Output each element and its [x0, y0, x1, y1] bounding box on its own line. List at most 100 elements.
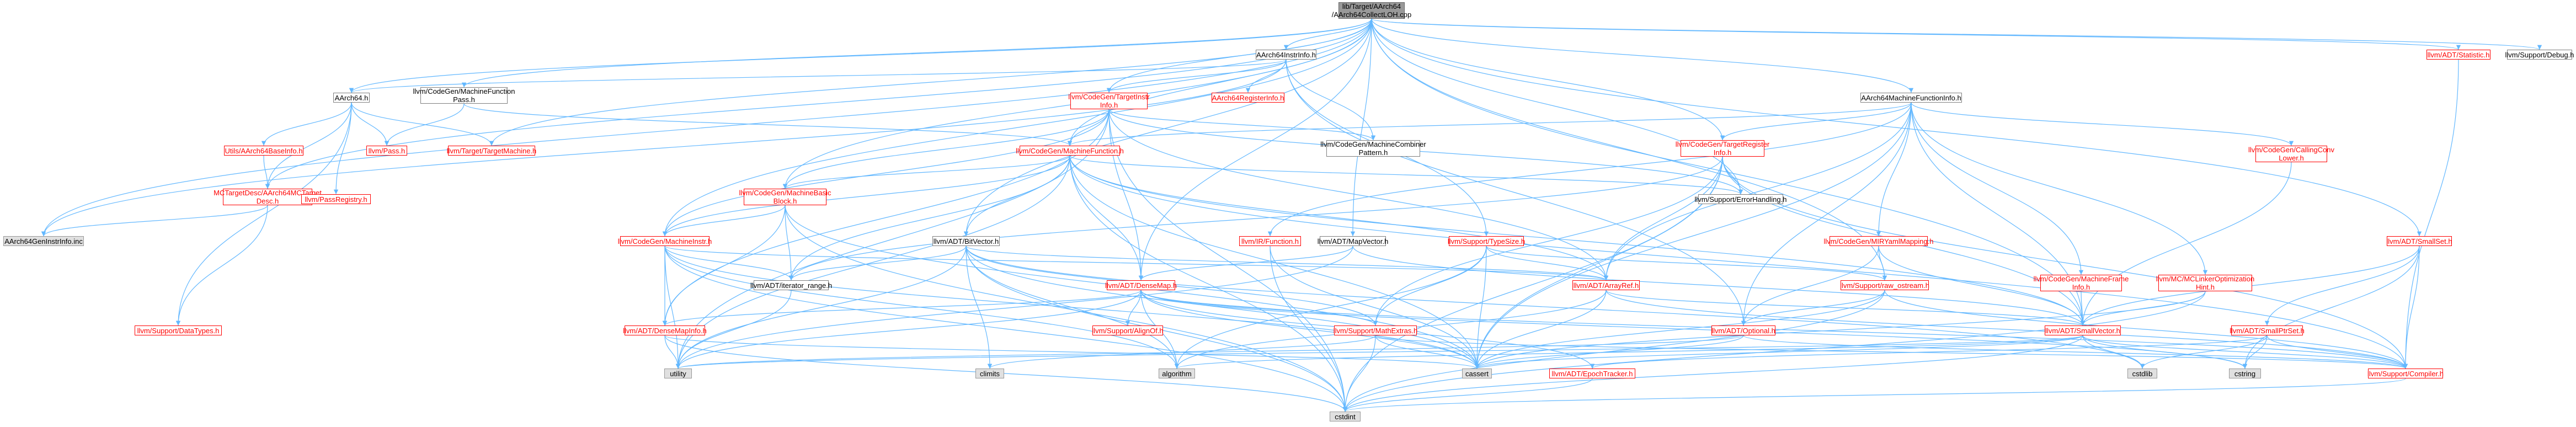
node-cstring[interactable]: cstring: [2229, 369, 2261, 378]
node-typesize[interactable]: llvm/Support/TypeSize.h: [1447, 236, 1526, 246]
edge-aarch64instrinfo-to-optional: [1286, 59, 1746, 326]
edge-epochtracker-to-cstdint: [1342, 378, 1593, 412]
node-machinefunction[interactable]: llvm/CodeGen/MachineFunction.h: [1016, 146, 1124, 156]
edge-machinebasicblock-to-iteratorrange: [785, 205, 794, 281]
node-errorhandling[interactable]: llvm/Support/ErrorHandling.h: [1694, 194, 1787, 204]
node-alignof[interactable]: llvm/Support/AlignOf.h: [1092, 325, 1164, 335]
edge-aarch64h-to-utilsbaseinfo: [261, 102, 352, 146]
node-utility[interactable]: utility: [664, 369, 692, 378]
node-densemap[interactable]: llvm/ADT/DenseMap.h: [1105, 280, 1177, 290]
node-aarch64h[interactable]: AArch64.h: [333, 93, 370, 103]
node-mclinkeroptimizationhint[interactable]: llvm/MC/MCLinkerOptimization Hint.h: [2156, 275, 2255, 291]
edge-smallptrset-to-compiler: [2266, 335, 2408, 369]
node-machinecombinerpattern[interactable]: llvm/CodeGen/MachineCombiner Pattern.h: [1320, 140, 1426, 157]
edge-machinefunction-to-iteratorrange: [788, 155, 1070, 281]
node-machineframeinfo[interactable]: llvm/CodeGen/MachineFrame Info.h: [2033, 275, 2129, 291]
node-machineinstr[interactable]: llvm/CodeGen/MachineInstr.h: [617, 236, 712, 246]
edge-densemapinfo-to-cassert: [664, 335, 1479, 369]
edge-rawostream-to-cassert: [1474, 290, 1885, 369]
node-mapvector[interactable]: llvm/ADT/MapVector.h: [1317, 236, 1389, 246]
node-bitvector[interactable]: llvm/ADT/BitVector.h: [932, 236, 1000, 246]
edge-root-to-aarch64h: [349, 18, 1372, 93]
node-optional[interactable]: llvm/ADT/Optional.h: [1711, 325, 1775, 335]
node-iteratorrange[interactable]: llvm/ADT/iterator_range.h: [750, 280, 833, 290]
node-utilsbaseinfo[interactable]: Utils/AArch64BaseInfo.h: [224, 146, 303, 156]
node-targetinstrinfo[interactable]: llvm/CodeGen/TargetInstr Info.h: [1068, 93, 1150, 109]
node-smallvector[interactable]: llvm/ADT/SmallVector.h: [2045, 325, 2121, 335]
node-targetmachine[interactable]: llvm/Target/TargetMachine.h: [446, 146, 537, 156]
edge-densemapinfo-to-utility: [664, 335, 681, 369]
edge-root-to-targetregisterinfo: [1371, 18, 1725, 141]
edge-targetinstrinfo-to-cstdint: [1108, 109, 1348, 412]
edge-optional-to-cassert: [1474, 335, 1744, 369]
edge-bitvector-to-utility: [675, 245, 967, 369]
node-root-file[interactable]: lib/Target/AArch64 /AArch64CollectLOH.cp…: [1331, 2, 1412, 19]
node-smallset[interactable]: llvm/ADT/SmallSet.h: [2386, 236, 2452, 246]
node-climits[interactable]: climits: [975, 369, 1004, 378]
node-machinebasicblock[interactable]: llvm/CodeGen/MachineBasic Block.h: [739, 189, 831, 205]
node-callingconvlower[interactable]: llvm/CodeGen/CallingConv Lower.h: [2248, 146, 2335, 162]
node-cstdlib[interactable]: cstdlib: [2127, 369, 2157, 378]
edge-smallvector-to-cstdint: [1342, 335, 2083, 412]
edge-root-to-machinefunction: [1067, 18, 1372, 146]
edge-root-to-errorhandling: [1371, 18, 1743, 195]
edge-aarch64machinefunctioninfo-to-cassert: [1474, 102, 1912, 369]
node-algorithm[interactable]: algorithm: [1159, 369, 1195, 378]
edge-root-to-smallset: [1371, 18, 2422, 237]
edge-targetregisterinfo-to-mathextras: [1373, 156, 1723, 326]
node-datatypes[interactable]: llvm/Support/DataTypes.h: [135, 325, 222, 335]
edge-callingconvlower-to-smallvector: [2080, 162, 2292, 326]
edge-typesize-to-cassert: [1474, 245, 1487, 369]
node-statistic[interactable]: llvm/ADT/Statistic.h: [2426, 50, 2490, 60]
node-smallptrset[interactable]: llvm/ADT/SmallPtrSet.h: [2230, 325, 2305, 335]
edge-mathextras-to-compiler: [1375, 335, 2408, 369]
node-pass[interactable]: llvm/Pass.h: [366, 146, 407, 156]
edge-densemap-to-alignof: [1125, 290, 1142, 326]
edge-smallptrset-to-cstring: [2242, 335, 2268, 369]
edge-machinefunction-to-cstdint: [1069, 155, 1348, 412]
node-aarch64instrinfo[interactable]: AArch64InstrInfo.h: [1256, 50, 1316, 60]
edge-aarch64h-to-pass: [351, 102, 390, 146]
edge-mathextras-to-climits: [987, 335, 1376, 369]
edge-machinefunction-to-arrayref: [1069, 155, 1609, 281]
node-cstdint[interactable]: cstdint: [1330, 412, 1361, 421]
edge-arrayref-to-smallvector: [1606, 290, 2085, 326]
edge-irfunction-to-cassert: [1270, 245, 1480, 369]
edge-root-to-bitvector: [963, 18, 1372, 237]
edge-root-to-aarch64instrinfo: [1283, 18, 1372, 50]
edge-aarch64machinefunctioninfo-to-smallvector: [1911, 102, 2086, 326]
edge-optional-to-compiler: [1743, 335, 2408, 369]
node-aarch64machinefunctioninfo[interactable]: AArch64MachineFunctionInfo.h: [1860, 93, 1962, 103]
node-compiler[interactable]: llvm/Support/Compiler.h: [2367, 369, 2444, 378]
edge-targetregisterinfo-to-arrayref: [1603, 156, 1723, 281]
edge-targetregisterinfo-to-compiler: [1722, 156, 2408, 369]
node-passregistry[interactable]: llvm/PassRegistry.h: [301, 194, 371, 204]
edge-targetinstrinfo-to-densemap: [1108, 109, 1144, 281]
node-densemapinfo[interactable]: llvm/ADT/DenseMapInfo.h: [623, 325, 707, 335]
node-targetregisterinfo[interactable]: llvm/CodeGen/TargetRegister Info.h: [1675, 140, 1770, 157]
edge-rawostream-to-compiler: [1884, 290, 2408, 369]
node-aarch64registerinfo[interactable]: AArch64RegisterInfo.h: [1212, 93, 1284, 103]
edge-mctargetdesc-to-datatypes: [175, 205, 268, 326]
edge-smallptrset-to-epochtracker: [1590, 335, 2268, 369]
edge-aarch64machinefunctioninfo-to-targetregisterinfo: [1720, 102, 1912, 141]
edge-smallset-to-compiler: [2403, 245, 2420, 369]
edge-machineinstr-to-arrayref: [664, 245, 1608, 281]
node-debug[interactable]: llvm/Support/Debug.h: [2505, 50, 2574, 60]
edge-machinefunction-to-utility: [675, 155, 1070, 369]
node-machinefunctionpass[interactable]: llvm/CodeGen/MachineFunction Pass.h: [413, 87, 515, 104]
edge-mathextras-to-cassert: [1375, 335, 1480, 369]
edge-targetinstrinfo-to-machinebasicblock: [782, 109, 1110, 189]
edge-machineinstr-to-iteratorrange: [664, 245, 794, 281]
edge-root-to-targetinstrinfo: [1106, 18, 1372, 93]
node-genericinstrinfo[interactable]: AArch64GenInstrInfo.inc: [3, 236, 84, 246]
node-rawostream[interactable]: llvm/Support/raw_ostream.h: [1840, 280, 1929, 290]
node-irfunction[interactable]: llvm/IR/Function.h: [1239, 236, 1301, 246]
edge-machinebasicblock-to-densemapinfo: [662, 205, 786, 326]
node-mctargetdesc[interactable]: MCTargetDesc/AArch64MCTarget Desc.h: [214, 189, 322, 205]
node-arrayref[interactable]: llvm/ADT/ArrayRef.h: [1572, 280, 1640, 290]
node-mathextras[interactable]: llvm/Support/MathExtras.h: [1333, 325, 1418, 335]
node-epochtracker[interactable]: llvm/ADT/EpochTracker.h: [1549, 369, 1635, 378]
node-mirymlmapping[interactable]: llvm/CodeGen/MIRYamlMapping.h: [1823, 236, 1934, 246]
node-cassert[interactable]: cassert: [1462, 369, 1492, 378]
